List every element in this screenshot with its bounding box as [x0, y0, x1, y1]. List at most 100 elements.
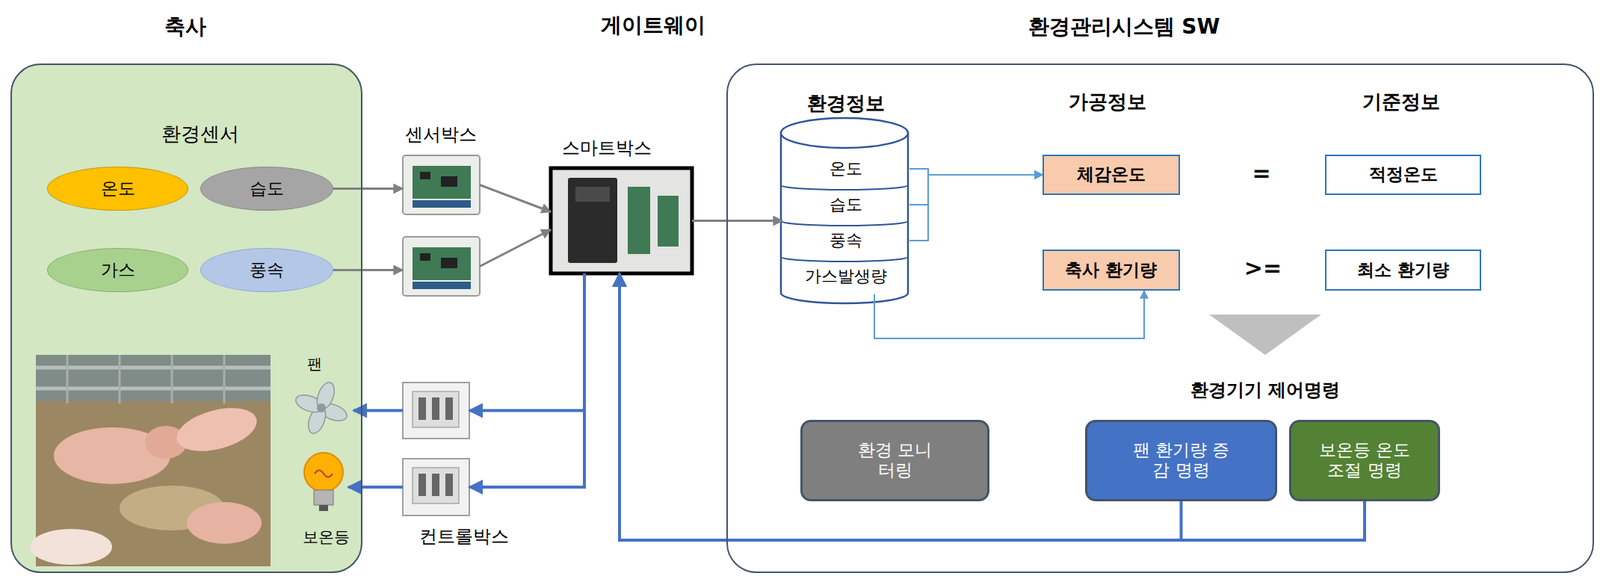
node-text: 습도: [249, 178, 284, 200]
sensor-ellipse: 가스: [47, 248, 189, 293]
node-text: 축사 환기량: [1064, 260, 1157, 281]
node-text: 습도: [829, 195, 863, 215]
node-text: 컨트롤박스: [419, 526, 509, 548]
node-text: 체감온도: [1076, 164, 1146, 186]
node-text: 가스발생량: [804, 266, 888, 287]
processed-box: 체감온도: [1042, 154, 1181, 196]
connector: [479, 185, 551, 213]
pig-photo: [29, 354, 271, 567]
node-text: 축사: [164, 14, 207, 40]
switch-panel: [412, 391, 459, 428]
box-housing: [402, 236, 480, 296]
software-panel-fill: [726, 63, 1595, 574]
switch: [418, 473, 426, 497]
node-text: 가스: [100, 260, 136, 281]
reference-box: 적정온도: [1324, 154, 1482, 196]
node-text: 환경 모니터링: [850, 440, 941, 482]
terminal-strip: [412, 200, 471, 208]
node-text: 환경관리시스템 SW: [1028, 14, 1221, 40]
chip: [440, 257, 458, 269]
photo-wall: [35, 354, 271, 402]
controller-panel: [567, 177, 618, 264]
layer-divider: [780, 257, 908, 262]
command-box: 보온등 온도 조절 명령: [1289, 419, 1441, 502]
database-cylinder: [780, 118, 908, 304]
control-box: 컨트롤박스: [402, 458, 470, 516]
connector: [333, 187, 403, 190]
node-text: 풍속: [249, 260, 284, 281]
comparison-symbol: =: [1251, 159, 1271, 187]
fence-post: [171, 354, 174, 404]
connector: [479, 230, 551, 267]
connector: [469, 273, 585, 488]
fence-post: [66, 354, 69, 404]
fence-bar: [35, 366, 271, 370]
lamp-tip: [319, 505, 329, 512]
switch: [418, 397, 426, 420]
lamp-base: [313, 490, 334, 506]
sensor-box-image: [402, 155, 480, 215]
control-box-image: [402, 382, 470, 439]
node-text: 환경정보: [807, 91, 885, 116]
node-text: 팬: [307, 354, 323, 373]
circuit-board: [412, 165, 471, 199]
column-heading: 가공정보: [1068, 90, 1147, 114]
layer-divider: [780, 185, 908, 190]
database-layer: 온도: [782, 150, 910, 187]
sensor-box-image: [402, 236, 480, 296]
pig: [171, 400, 262, 460]
node-text: 최소 환기량: [1357, 260, 1450, 281]
node-text: 온도: [100, 178, 136, 200]
connector: [909, 168, 1043, 175]
connector: [874, 290, 1145, 339]
fence-bar: [35, 387, 271, 391]
cylinder-top: [780, 118, 908, 148]
comparison-symbol: >=: [1244, 254, 1282, 282]
chip: [419, 171, 431, 180]
box-housing: [402, 458, 470, 516]
pig: [29, 529, 113, 565]
processed-box: 축사 환기량: [1042, 249, 1181, 291]
barn-panel: 축사환경센서온도습도가스풍속팬보온등: [10, 63, 363, 574]
database-cylinder: 환경정보온도습도풍속가스발생량: [782, 119, 910, 305]
reference-box: 최소 환기량: [1324, 249, 1482, 291]
node-text: 풍속: [829, 230, 863, 251]
lamp-filament: [314, 470, 333, 478]
node-text: 보온등 온도 조절 명령: [1308, 440, 1421, 482]
database-layer: 가스발생량: [782, 258, 910, 295]
box-housing: [550, 168, 693, 274]
switch: [431, 397, 440, 420]
box-housing: [402, 382, 470, 439]
connector: [692, 219, 783, 222]
software-panel: 환경관리시스템 SW환경정보온도습도풍속가스발생량체감온도적정온도축사 환기량최…: [726, 63, 1595, 574]
fence-post: [223, 354, 226, 404]
switch: [445, 397, 453, 420]
switch: [445, 473, 453, 497]
connector: [909, 174, 1043, 205]
control-box: [402, 382, 470, 439]
connector: [619, 273, 1365, 541]
column-heading: 기준정보: [1362, 90, 1441, 114]
fan-device: 팬: [292, 384, 354, 435]
controller-screen: [575, 186, 610, 202]
switch-panel: [412, 467, 459, 504]
node-text: 환경센서: [161, 122, 240, 146]
connector: [469, 273, 585, 412]
command-heading: 환경기기 제어명령: [1190, 379, 1340, 402]
connector: [348, 485, 403, 489]
heat-lamp-icon: [304, 452, 344, 512]
control-box-image: [402, 458, 470, 516]
node-text: 센서박스: [405, 124, 477, 146]
chip: [440, 176, 458, 187]
sensor-ellipse: 온도: [47, 166, 189, 211]
fan-icon: [293, 380, 349, 436]
connector-group: [333, 168, 1365, 541]
fan-blade: [313, 380, 338, 413]
chip: [419, 253, 431, 261]
fence-post: [118, 354, 122, 404]
connector: [353, 409, 403, 413]
command-box: 팬 환기량 증감 명령: [1085, 419, 1278, 502]
fan-hub: [316, 403, 326, 413]
circuit-board: [412, 247, 471, 281]
cylinder-body: [780, 133, 908, 304]
